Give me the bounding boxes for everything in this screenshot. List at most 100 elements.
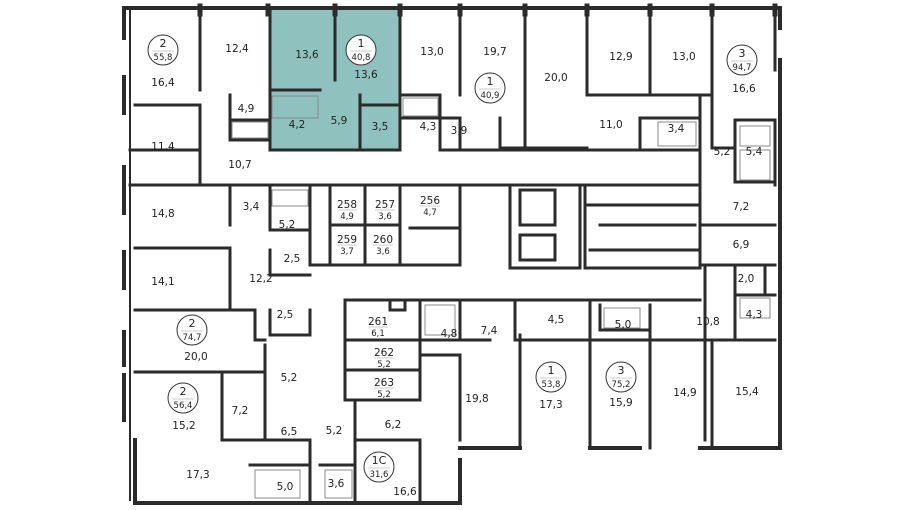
room-area: 20,0 [184,351,207,363]
apartment-area: 53,8 [542,380,561,390]
storage-area: 3,6 [378,212,392,222]
badge-circle [147,34,179,66]
room-area: 6,9 [733,239,750,251]
room-area: 16,6 [732,83,756,95]
storage-area: 5,2 [377,360,391,370]
apartment-badge[interactable]: 256,4 [167,382,199,414]
apartment-area: 74,7 [183,333,202,343]
room-area: 4,2 [289,119,306,131]
room-area: 12,9 [609,51,632,63]
apartment-area: 94,7 [733,63,752,73]
room-area: 7,2 [733,201,750,213]
apartment-rooms: 1С [372,454,387,467]
apartment-rooms: 2 [180,385,187,398]
apartment-area: 40,9 [481,91,500,101]
badge-circle [176,314,208,346]
apartment-badge[interactable]: 255,8 [147,34,179,66]
room-area: 13,0 [420,46,443,58]
storage-walls [308,183,462,267]
storage-number: 258 [337,199,357,211]
room-area: 4,9 [238,103,255,115]
apartment-rooms: 1 [487,75,494,88]
apartment-area: 31,6 [370,470,389,480]
room-area: 17,3 [186,469,209,481]
window-gap [120,115,128,165]
room-area: 7,2 [232,405,249,417]
room-area: 5,0 [277,481,294,493]
storage-number: 263 [374,377,394,389]
window-gaps [120,40,128,330]
partitions-top [133,8,777,187]
apartment-badge[interactable]: 394,7 [726,44,758,76]
storage-number: 259 [337,234,357,246]
room-area: 13,6 [295,49,319,61]
room-area: 11,4 [151,141,175,153]
room-area: 2,5 [277,309,294,321]
fixtures [231,95,771,499]
room-area: 7,4 [481,325,498,337]
room-area: 14,9 [673,387,696,399]
partitions-left [133,183,422,505]
room-area: 15,4 [735,386,759,398]
apartment-badge[interactable]: 153,8 [535,361,567,393]
storage-number: 256 [420,195,440,207]
room-area: 4,3 [746,309,763,321]
apartment-badge[interactable]: 140,8 [345,34,377,66]
room-area: 16,4 [151,77,175,89]
room-area: 3,5 [372,121,389,133]
partitions-bottom-right [418,263,777,450]
room-area: 6,5 [281,426,298,438]
lower-storage-walls [343,298,422,402]
apartment-badge[interactable]: 274,7 [176,314,208,346]
storage-number: 261 [368,316,388,328]
apartment-rooms: 1 [548,364,555,377]
room-area: 4,5 [548,314,565,326]
apartment-badge[interactable]: 375,2 [605,361,637,393]
room-area: 4,8 [441,328,458,340]
room-area: 3,4 [243,201,260,213]
window-gap [120,40,128,75]
room-area: 19,7 [483,46,506,58]
storage-area: 4,9 [340,212,354,222]
badge-circle [726,44,758,76]
apartment-area: 55,8 [154,53,173,63]
room-area: 15,9 [609,397,632,409]
apartment-badge[interactable]: 1С 31,6 [363,451,395,483]
badge-circle [605,361,637,393]
walls [122,3,782,505]
room-area: 5,2 [281,372,298,384]
room-area: 2,5 [284,253,301,265]
storage-number: 262 [374,347,394,359]
apartment-badges: 255,8140,8140,9394,7274,7256,4153,8375,2… [147,34,758,483]
room-area: 14,1 [151,276,174,288]
badge-circle [345,34,377,66]
badge-circle [363,451,395,483]
badge-circle [474,72,506,104]
storage-area: 3,7 [340,247,354,257]
room-area: 14,8 [151,208,174,220]
badge-circle [167,382,199,414]
room-area: 6,2 [385,419,402,431]
room-area: 5,9 [331,115,348,127]
room-area: 10,7 [228,159,251,171]
storage-area: 3,6 [376,247,390,257]
badge-circle [535,361,567,393]
apartment-area: 75,2 [612,380,631,390]
core-walls [508,183,702,270]
apartment-rooms: 3 [618,364,625,377]
room-area: 16,6 [393,486,417,498]
room-area: 12,2 [249,273,272,285]
apartment-badge[interactable]: 140,9 [474,72,506,104]
room-area: 3,6 [328,478,345,490]
